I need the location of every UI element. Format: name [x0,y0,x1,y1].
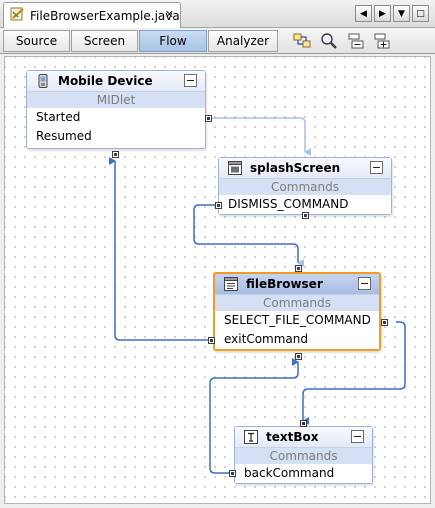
editor-tab-filebrowserexample[interactable]: FileBrowserExample.java ✕ [3,2,181,28]
expand-all-icon[interactable] [373,32,391,50]
filebrowser-node[interactable]: fileBrowser Commands SELECT_FILE_COMMAND… [213,272,381,351]
pin-select-file-command[interactable]: SELECT_FILE_COMMAND [215,311,379,330]
pin-mobile-device-in-port[interactable] [112,151,119,158]
wire-exit-to-mobiledevice[interactable] [109,157,210,341]
node-title: splashScreen [250,161,341,175]
close-icon[interactable]: ✕ [164,8,174,21]
mobile-device-icon [36,74,50,88]
flow-canvas[interactable]: Mobile Device MIDlet Started Resumed spl… [4,56,431,504]
pin-dismiss-command[interactable]: DISMISS_COMMAND [219,195,391,214]
pin-back-port[interactable] [229,470,236,477]
node-header[interactable]: Mobile Device [27,71,205,92]
pin-back-command[interactable]: backCommand [235,464,372,483]
maximize-window-button[interactable]: □ [412,5,429,22]
view-toolbar: Source Screen Flow Analyzer [0,29,435,54]
scroll-tabs-right-button[interactable]: ▶ [374,5,391,22]
tab-navigation: ◀ ▶ ▼ □ [353,5,429,22]
flow-connections [109,117,406,474]
node-header[interactable]: fileBrowser [215,274,379,295]
collapse-node-button[interactable] [351,430,364,443]
splash-screen-icon [228,161,242,175]
node-subheader: MIDlet [27,92,205,108]
pin-filebrowser-in-port[interactable] [295,265,302,272]
flow-view-button[interactable]: Flow [139,30,207,52]
wire-started-to-splashscreen[interactable] [212,117,311,156]
textbox-node[interactable]: textBox Commands backCommand [234,426,373,484]
pin-exit-command[interactable]: exitCommand [215,330,379,349]
wire-dismiss-to-filebrowser[interactable] [193,204,304,267]
mobile-device-node[interactable]: Mobile Device MIDlet Started Resumed [26,70,206,149]
analyzer-view-button[interactable]: Analyzer [208,30,278,52]
java-file-icon [10,6,26,25]
pin-splashscreen-in-port[interactable] [302,212,309,219]
wire-back-to-filebrowser[interactable] [209,358,299,474]
node-title: Mobile Device [58,74,153,88]
pin-started[interactable]: Started [27,108,205,127]
pin-textbox-in-port[interactable] [300,420,307,427]
node-subheader: Commands [219,179,391,195]
collapse-node-button[interactable] [370,161,383,174]
collapse-all-icon[interactable] [347,32,365,50]
screen-view-button[interactable]: Screen [71,30,138,52]
show-opened-documents-button[interactable]: ▼ [393,5,410,22]
splashscreen-node[interactable]: splashScreen Commands DISMISS_COMMAND [218,157,392,215]
scroll-tabs-left-button[interactable]: ◀ [355,5,372,22]
pin-exit-port[interactable] [208,337,215,344]
pin-started-port[interactable] [205,115,212,122]
editor-tab-label: FileBrowserExample.java [30,8,180,23]
node-subheader: Commands [235,448,372,464]
node-subheader: Commands [215,295,379,311]
collapse-node-button[interactable] [358,277,371,290]
collapse-node-button[interactable] [184,74,197,87]
node-header[interactable]: splashScreen [219,158,391,179]
wire-selectfile-to-textbox[interactable] [302,321,406,425]
pin-filebrowser-out-port[interactable] [295,353,302,360]
editor-tab-bar: FileBrowserExample.java ✕ ◀ ▶ ▼ □ [0,0,435,28]
node-title: textBox [266,430,319,444]
pin-dismiss-port[interactable] [215,202,222,209]
file-browser-icon [224,277,238,291]
pin-select-file-port[interactable] [381,319,388,326]
node-title: fileBrowser [246,277,323,291]
zoom-icon[interactable] [320,32,338,50]
pin-resumed[interactable]: Resumed [27,127,205,146]
text-box-icon [244,430,258,444]
source-view-button[interactable]: Source [3,30,70,52]
node-header[interactable]: textBox [235,427,372,448]
layout-icon[interactable] [293,32,311,50]
